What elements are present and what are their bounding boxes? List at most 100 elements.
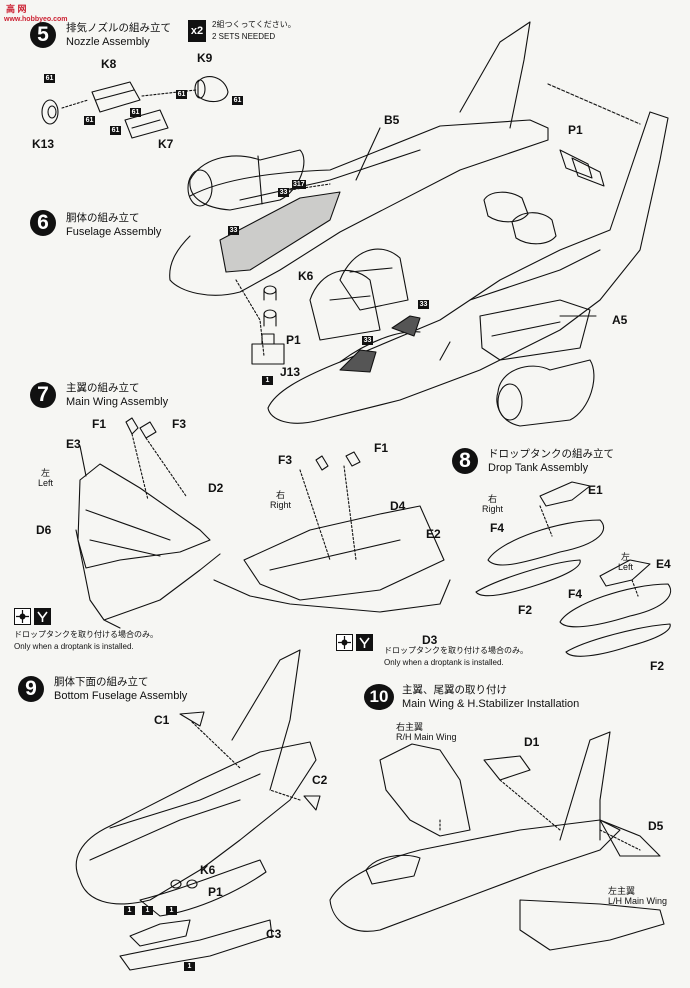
part-p1: P1 [286, 333, 301, 347]
part-f2-left: F2 [650, 659, 665, 673]
watermark-url: www.hobbyeo.com [4, 16, 68, 23]
tag-61-a: 61 [44, 74, 55, 83]
drop-tank-left-en: Left [618, 562, 634, 572]
part-c3: C3 [266, 927, 282, 941]
step-10-title-en: Main Wing & H.Stabilizer Installation [402, 698, 580, 710]
part-d2: D2 [208, 481, 224, 495]
step-7-note-en-left: Only when a droptank is installed. [14, 642, 134, 651]
part-j13: J13 [280, 365, 301, 379]
step-10-number: 10 [364, 684, 394, 710]
step-7-note-en-right: Only when a droptank is installed. [384, 658, 504, 667]
lh-main-wing-jp: 左主翼 [608, 886, 636, 896]
tag-61-b: 61 [84, 116, 95, 125]
drop-tank-left-label: 左 Left [618, 552, 633, 572]
rh-main-wing-jp: 右主翼 [396, 722, 424, 732]
part-e2: E2 [426, 527, 441, 541]
main-wing-assembly [75, 417, 451, 629]
part-k6: K6 [298, 269, 314, 283]
watermark: 高 网 [6, 2, 27, 15]
tag-33-a: 33 [278, 188, 289, 197]
tag-1-c: 1 [166, 906, 177, 915]
part-d6: D6 [36, 523, 52, 537]
x2-note-jp: 2組つくってください。 [212, 20, 296, 29]
tag-317: 317 [292, 180, 306, 189]
step-9-title-jp: 胴体下面の組み立て [54, 676, 149, 688]
drop-tank-left-jp: 左 [621, 552, 631, 562]
left-label: 左 Left [38, 468, 53, 488]
drop-tank-right-jp: 右 [488, 494, 498, 504]
part-p1-bottom: P1 [208, 885, 223, 899]
tag-1-b: 1 [142, 906, 153, 915]
tag-61-d: 61 [110, 126, 121, 135]
tag-33-b: 33 [228, 226, 239, 235]
part-b5: B5 [384, 113, 400, 127]
lh-main-wing-label: 左主翼 L/H Main Wing [608, 886, 667, 906]
step-10-title-jp: 主翼、尾翼の取り付け [402, 684, 507, 696]
tag-61-f: 61 [232, 96, 243, 105]
part-e4: E4 [656, 557, 671, 571]
x2-badge: x2 [188, 20, 206, 42]
part-e3: E3 [66, 437, 81, 451]
part-p1-top: P1 [568, 123, 583, 137]
part-f3-right: F3 [278, 453, 293, 467]
right-label: 右 Right [270, 490, 291, 510]
drop-tank-assembly [475, 481, 672, 657]
step-8-number: 8 [452, 448, 478, 474]
part-f3-left: F3 [172, 417, 187, 431]
fuselage-assembly-jet [169, 21, 669, 427]
step-7-note-jp-right: ドロップタンクを取り付ける場合のみ。 [384, 646, 528, 655]
part-f4-right: F4 [490, 521, 505, 535]
right-label-jp: 右 [276, 490, 286, 500]
tag-33-c: 33 [418, 300, 429, 309]
part-c2: C2 [312, 773, 328, 787]
step-6-title-en: Fuselage Assembly [66, 226, 162, 238]
part-d4: D4 [390, 499, 406, 513]
step-6-number: 6 [30, 210, 56, 236]
nozzle-parts [41, 76, 229, 139]
step-7-number: 7 [30, 382, 56, 408]
rh-main-wing-label: 右主翼 R/H Main Wing [396, 722, 457, 742]
tag-61-c: 61 [130, 108, 141, 117]
left-label-en: Left [38, 478, 54, 488]
tag-33-d: 33 [362, 336, 373, 345]
step-6-title-jp: 胴体の組み立て [66, 212, 140, 224]
final-installation-jet [329, 731, 665, 951]
step-8-title-jp: ドロップタンクの組み立て [488, 448, 614, 460]
part-k6-bottom: K6 [200, 863, 216, 877]
step-5-title-jp: 排気ノズルの組み立て [66, 22, 171, 34]
part-k7: K7 [158, 137, 174, 151]
part-a5: A5 [612, 313, 628, 327]
cut-tool-icon [356, 634, 373, 651]
lh-main-wing-en: L/H Main Wing [608, 896, 668, 906]
right-label-en: Right [270, 500, 292, 510]
drill-hole-icon [14, 608, 31, 625]
step-9-number: 9 [18, 676, 44, 702]
step-9-title-en: Bottom Fuselage Assembly [54, 690, 188, 702]
part-d3: D3 [422, 633, 438, 647]
tag-1-j13: 1 [262, 376, 273, 385]
part-k8: K8 [101, 57, 117, 71]
step-5-title-en: Nozzle Assembly [66, 36, 150, 48]
part-f4-left: F4 [568, 587, 583, 601]
part-k9: K9 [197, 51, 213, 65]
part-f2-right: F2 [518, 603, 533, 617]
drop-tank-right-label: 右 Right [482, 494, 503, 514]
part-d1: D1 [524, 735, 540, 749]
watermark-cn: 高 网 [6, 4, 27, 14]
tag-1-a: 1 [124, 906, 135, 915]
cut-tool-icon [34, 608, 51, 625]
drill-hole-icon [336, 634, 353, 651]
part-f1-right: F1 [374, 441, 389, 455]
step-7-title-jp: 主翼の組み立て [66, 382, 140, 394]
tag-61-e: 61 [176, 90, 187, 99]
part-d5: D5 [648, 819, 664, 833]
drop-tank-right-en: Right [482, 504, 504, 514]
x2-note-en: 2 SETS NEEDED [212, 32, 276, 41]
step-7-note-jp-left: ドロップタンクを取り付ける場合のみ。 [14, 630, 158, 639]
step-7-title-en: Main Wing Assembly [66, 396, 169, 408]
part-e1: E1 [588, 483, 603, 497]
bottom-fuselage-jet [75, 649, 321, 971]
tag-1-d: 1 [184, 962, 195, 971]
part-k13: K13 [32, 137, 55, 151]
